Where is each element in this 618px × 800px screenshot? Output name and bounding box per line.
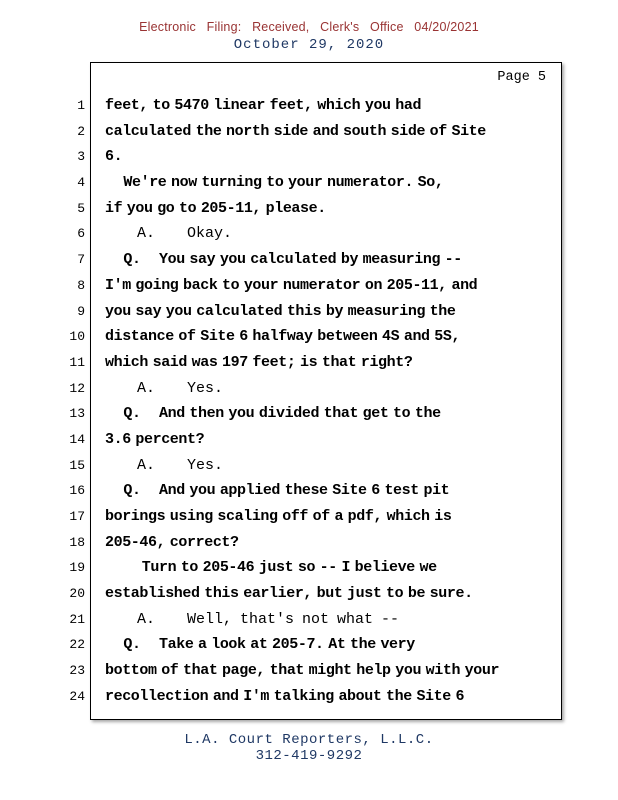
line-number: 16 (69, 483, 85, 499)
line-number: 20 (69, 586, 85, 602)
court-reporter-phone: 312-419-9292 (255, 748, 363, 764)
transcript-line: 22 Q. Take a look at 205-7. At the very (0, 632, 618, 658)
line-number: 5 (77, 200, 85, 216)
line-text: 3.6 percent? (105, 430, 205, 448)
line-text: which said was 197 feet; is that right? (105, 353, 413, 371)
line-text: calculated the north side and south side… (105, 122, 486, 140)
transcript-line: 18 205-46, correct? (0, 530, 618, 556)
line-number: 15 (69, 457, 85, 473)
line-text: A. Well, that's not what -- (105, 610, 400, 628)
line-text: Turn to 205-46 just so -- I believe we (105, 559, 437, 577)
line-number: 11 (69, 354, 85, 370)
transcript-line: 21 A. Well, that's not what -- (0, 607, 618, 633)
line-number: 9 (77, 303, 85, 319)
line-text: I'm going back to your numerator on 205-… (105, 276, 478, 294)
line-text: Q. And you applied these Site 6 test pit (105, 482, 450, 500)
transcript-line: 16 Q. And you applied these Site 6 test … (0, 478, 618, 504)
transcript-line: 15 A. Yes. (0, 453, 618, 479)
line-text: 6. (105, 148, 123, 166)
transcript-line: 9 you say you calculated this by measurin… (0, 299, 618, 325)
transcript-line: 17 borings using scaling off of a pdf, wh… (0, 504, 618, 530)
line-number: 13 (69, 406, 85, 422)
line-text: if you go to 205-11, please. (105, 199, 326, 217)
line-text: We're now turning to your numerator. So, (105, 174, 444, 192)
line-number: 24 (69, 688, 85, 704)
transcript-line: 6 A. Okay. (0, 221, 618, 247)
transcript-line: 14 3.6 percent? (0, 427, 618, 453)
line-text: Q. Take a look at 205-7. At the very (105, 636, 415, 654)
transcript-line: 7 Q. You say you calculated by measuring… (0, 247, 618, 273)
line-text: A. Okay. (105, 225, 233, 243)
line-number: 1 (77, 98, 85, 113)
transcript-line: 23 bottom of that page, that might help y… (0, 658, 618, 684)
line-number: 4 (77, 175, 85, 191)
transcript-lines: 1 feet, to 5470 linear feet, which you ha… (0, 93, 618, 710)
page-number-label: Page 5 (497, 70, 546, 85)
line-number: 8 (77, 277, 85, 293)
line-text: established this earlier, but just to be… (105, 585, 473, 603)
transcript-line: 3 6. (0, 144, 618, 170)
line-number: 17 (69, 509, 85, 524)
line-number: 19 (69, 560, 85, 576)
line-text: A. Yes. (105, 379, 224, 397)
line-number: 12 (69, 380, 85, 396)
transcript-line: 24 recollection and I'm talking about the… (0, 684, 618, 710)
transcript-line: 1 feet, to 5470 linear feet, which you ha… (0, 93, 618, 119)
line-number: 21 (69, 611, 85, 627)
line-text: Q. And then you divided that get to the (105, 405, 441, 423)
transcript-line: 12 A. Yes. (0, 376, 618, 402)
line-number: 3 (77, 149, 85, 165)
transcript-line: 11 which said was 197 feet; is that right… (0, 350, 618, 376)
line-text: bottom of that page, that might help you… (105, 662, 500, 680)
line-text: you say you calculated this by measuring… (105, 302, 456, 320)
transcript-line: 4 We're now turning to your numerator. S… (0, 170, 618, 196)
line-number: 10 (69, 329, 85, 345)
line-number: 18 (69, 534, 85, 550)
transcript-line: 19 Turn to 205-46 just so -- I believe w… (0, 555, 618, 581)
transcript-line: 2 calculated the north side and south sid… (0, 119, 618, 145)
line-text: A. Yes. (105, 456, 224, 474)
transcript-line: 5 if you go to 205-11, please. (0, 196, 618, 222)
line-text: recollection and I'm talking about the S… (105, 687, 465, 705)
line-number: 14 (69, 431, 85, 447)
court-reporter-name: L.A. Court Reporters, L.L.C. (184, 732, 434, 748)
transcript-line: 13 Q. And then you divided that get to t… (0, 401, 618, 427)
line-number: 22 (69, 637, 85, 653)
transcript-page-border (90, 62, 562, 720)
transcript-line: 8 I'm going back to your numerator on 205… (0, 273, 618, 299)
line-number: 7 (77, 252, 85, 268)
line-text: borings using scaling off of a pdf, whic… (105, 508, 452, 525)
line-text: 205-46, correct? (105, 533, 239, 551)
line-number: 2 (77, 123, 85, 139)
electronic-filing-notice: Electronic Filing: Received, Clerk's Off… (139, 20, 479, 34)
transcript-line: 10 distance of Site 6 halfway between 4S … (0, 324, 618, 350)
line-number: 23 (69, 663, 85, 679)
line-number: 6 (77, 226, 85, 242)
line-text: Q. You say you calculated by measuring -… (105, 251, 462, 269)
line-text: feet, to 5470 linear feet, which you had (105, 97, 422, 114)
hearing-date: October 29, 2020 (233, 37, 385, 53)
line-text: distance of Site 6 halfway between 4S an… (105, 328, 461, 346)
transcript-line: 20 established this earlier, but just to … (0, 581, 618, 607)
